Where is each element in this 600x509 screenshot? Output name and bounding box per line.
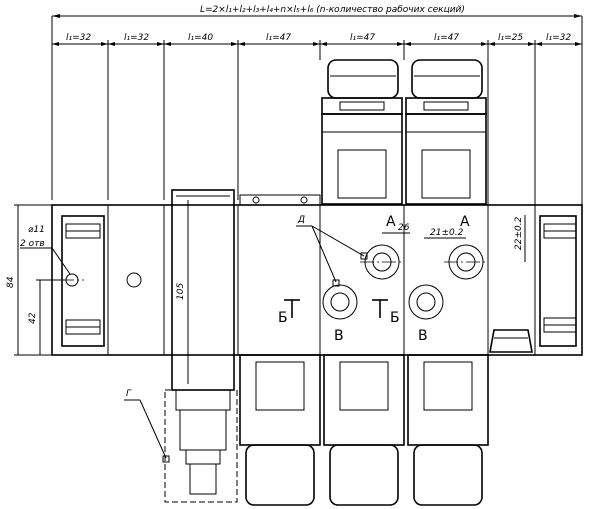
length-formula: L=2×l₁+l₂+l₃+l₄+n×l₅+l₆ (n-количество ра… — [200, 5, 465, 15]
dim-l5b: l₁=47 — [434, 33, 459, 43]
callout-g-label: Г — [126, 389, 132, 399]
bottom-solenoid-3 — [407, 354, 489, 506]
port-label-b2: В — [418, 328, 428, 344]
top-solenoid-left — [321, 59, 403, 205]
callout-g: Г — [124, 389, 170, 463]
dim-height: 84 — [6, 276, 16, 288]
hole-diameter: ⌀11 — [28, 225, 45, 235]
section-label-right: Б — [390, 310, 400, 326]
dim-hole-offset: 42 — [28, 312, 38, 324]
port-dimensions: 26 21±0.2 — [382, 223, 466, 239]
dim-l1-right: l₁=32 — [546, 33, 571, 43]
port-a1 — [360, 244, 404, 280]
hole-count: 2 отв — [20, 239, 45, 249]
top-solenoid-right — [405, 59, 487, 205]
dim-l3: l₁=40 — [188, 33, 213, 43]
dim-l1-left: l₁=32 — [66, 33, 91, 43]
dim-port-spacing: 26 — [398, 223, 410, 233]
callout-d: Д — [296, 215, 368, 287]
dim-l4: l₁=47 — [266, 33, 291, 43]
port-a2 — [444, 244, 488, 280]
port-b1 — [322, 284, 358, 320]
section-mark-left: Б — [278, 299, 300, 326]
dim-l5a: l₁=47 — [350, 33, 375, 43]
dim-l6: l₁=25 — [498, 33, 523, 43]
port-label-b1: В — [334, 328, 344, 344]
callout-d-label: Д — [297, 215, 305, 225]
overall-dimension: L=2×l₁+l₂+l₃+l₄+n×l₅+l₆ (n-количество ра… — [52, 5, 582, 18]
section-label-left: Б — [278, 310, 288, 326]
dim-l2: l₁=32 — [124, 33, 149, 43]
bottom-solenoid-2 — [323, 354, 405, 506]
left-end-plate — [60, 215, 105, 347]
dim-port-offset: 21±0.2 — [430, 228, 464, 238]
dim-port-height: 22±0.2 — [514, 216, 524, 250]
inlet-hole — [126, 272, 142, 288]
dim-cartridge: 105 — [176, 283, 186, 300]
relief-valve-cartridge — [164, 189, 238, 503]
port-label-a1: А — [386, 214, 396, 230]
vertical-dimensions: 84 42 105 22±0.2 — [6, 200, 526, 384]
port-b2 — [408, 284, 444, 320]
bottom-solenoid-1 — [239, 354, 321, 506]
plug — [489, 329, 533, 353]
valve-body — [51, 194, 583, 356]
right-end-plate — [539, 215, 577, 347]
port-label-a2: А — [460, 214, 470, 230]
hole-callout: ⌀11 2 отв — [20, 225, 71, 275]
section-mark-right: Б — [372, 299, 400, 326]
section-dimension-chain: l₁=32 l₁=32 l₁=40 l₁=47 l₁=47 l₁=47 l₁=2… — [51, 16, 583, 205]
